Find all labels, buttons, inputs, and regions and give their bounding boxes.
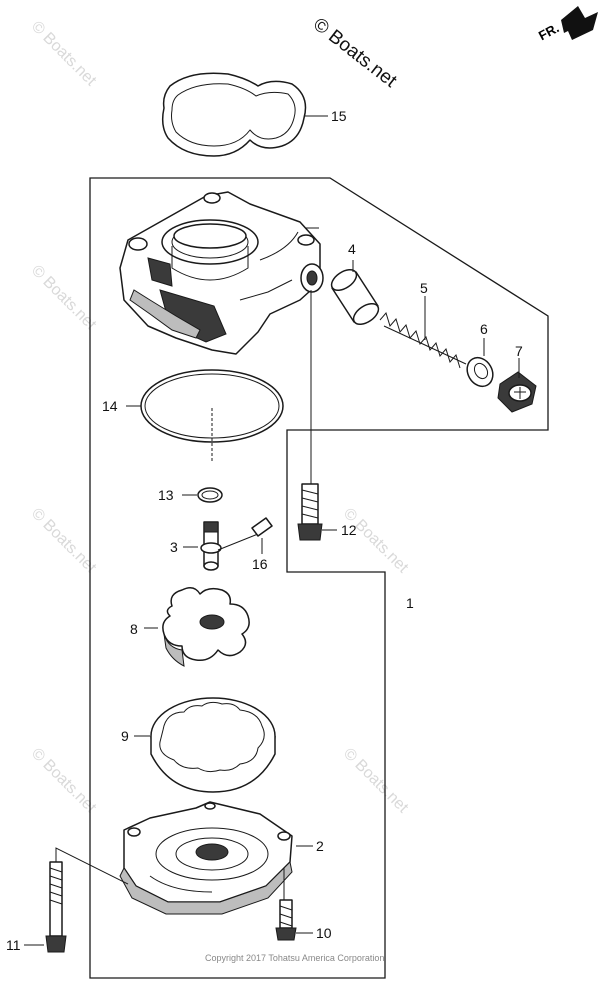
assembly-boundary (89, 177, 549, 979)
bolt-11-shape (45, 861, 67, 953)
callout-4: 4 (348, 241, 356, 257)
bolt-12-shape (297, 483, 323, 541)
outer-rotor-9-shape (150, 697, 276, 793)
callout-11: 11 (6, 937, 21, 953)
inner-rotor-8-shape (162, 587, 250, 667)
oring-14-shape (140, 369, 284, 443)
plug-7-shape (497, 371, 537, 413)
bolt-10-shape (275, 899, 297, 941)
callout-8: 8 (130, 621, 138, 637)
callout-7: 7 (515, 343, 523, 359)
pump-body-shape (119, 191, 324, 355)
relief-plunger-4-shape (330, 268, 380, 326)
callout-5: 5 (420, 280, 428, 296)
callout-6: 6 (480, 321, 488, 337)
oring-13-shape (197, 487, 223, 503)
callout-13: 13 (158, 487, 174, 503)
callout-10: 10 (316, 925, 332, 941)
pump-cover-2-shape (119, 801, 293, 915)
callout-3: 3 (170, 539, 178, 555)
callout-2: 2 (316, 838, 324, 854)
fr-arrow-icon (561, 6, 598, 40)
callout-1: 1 (406, 595, 414, 611)
callout-15: 15 (331, 108, 347, 124)
pin-16-shape (251, 517, 273, 537)
gasket-15-shape (161, 72, 307, 157)
shaft-3-shape (200, 521, 222, 571)
copyright-text: Copyright 2017 Tohatsu America Corporati… (205, 953, 385, 963)
washer-6-shape (466, 356, 494, 388)
callout-14: 14 (102, 398, 118, 414)
callout-9: 9 (121, 728, 129, 744)
relief-spring-5-shape (379, 311, 467, 369)
callout-12: 12 (341, 522, 357, 538)
callout-16: 16 (252, 556, 268, 572)
